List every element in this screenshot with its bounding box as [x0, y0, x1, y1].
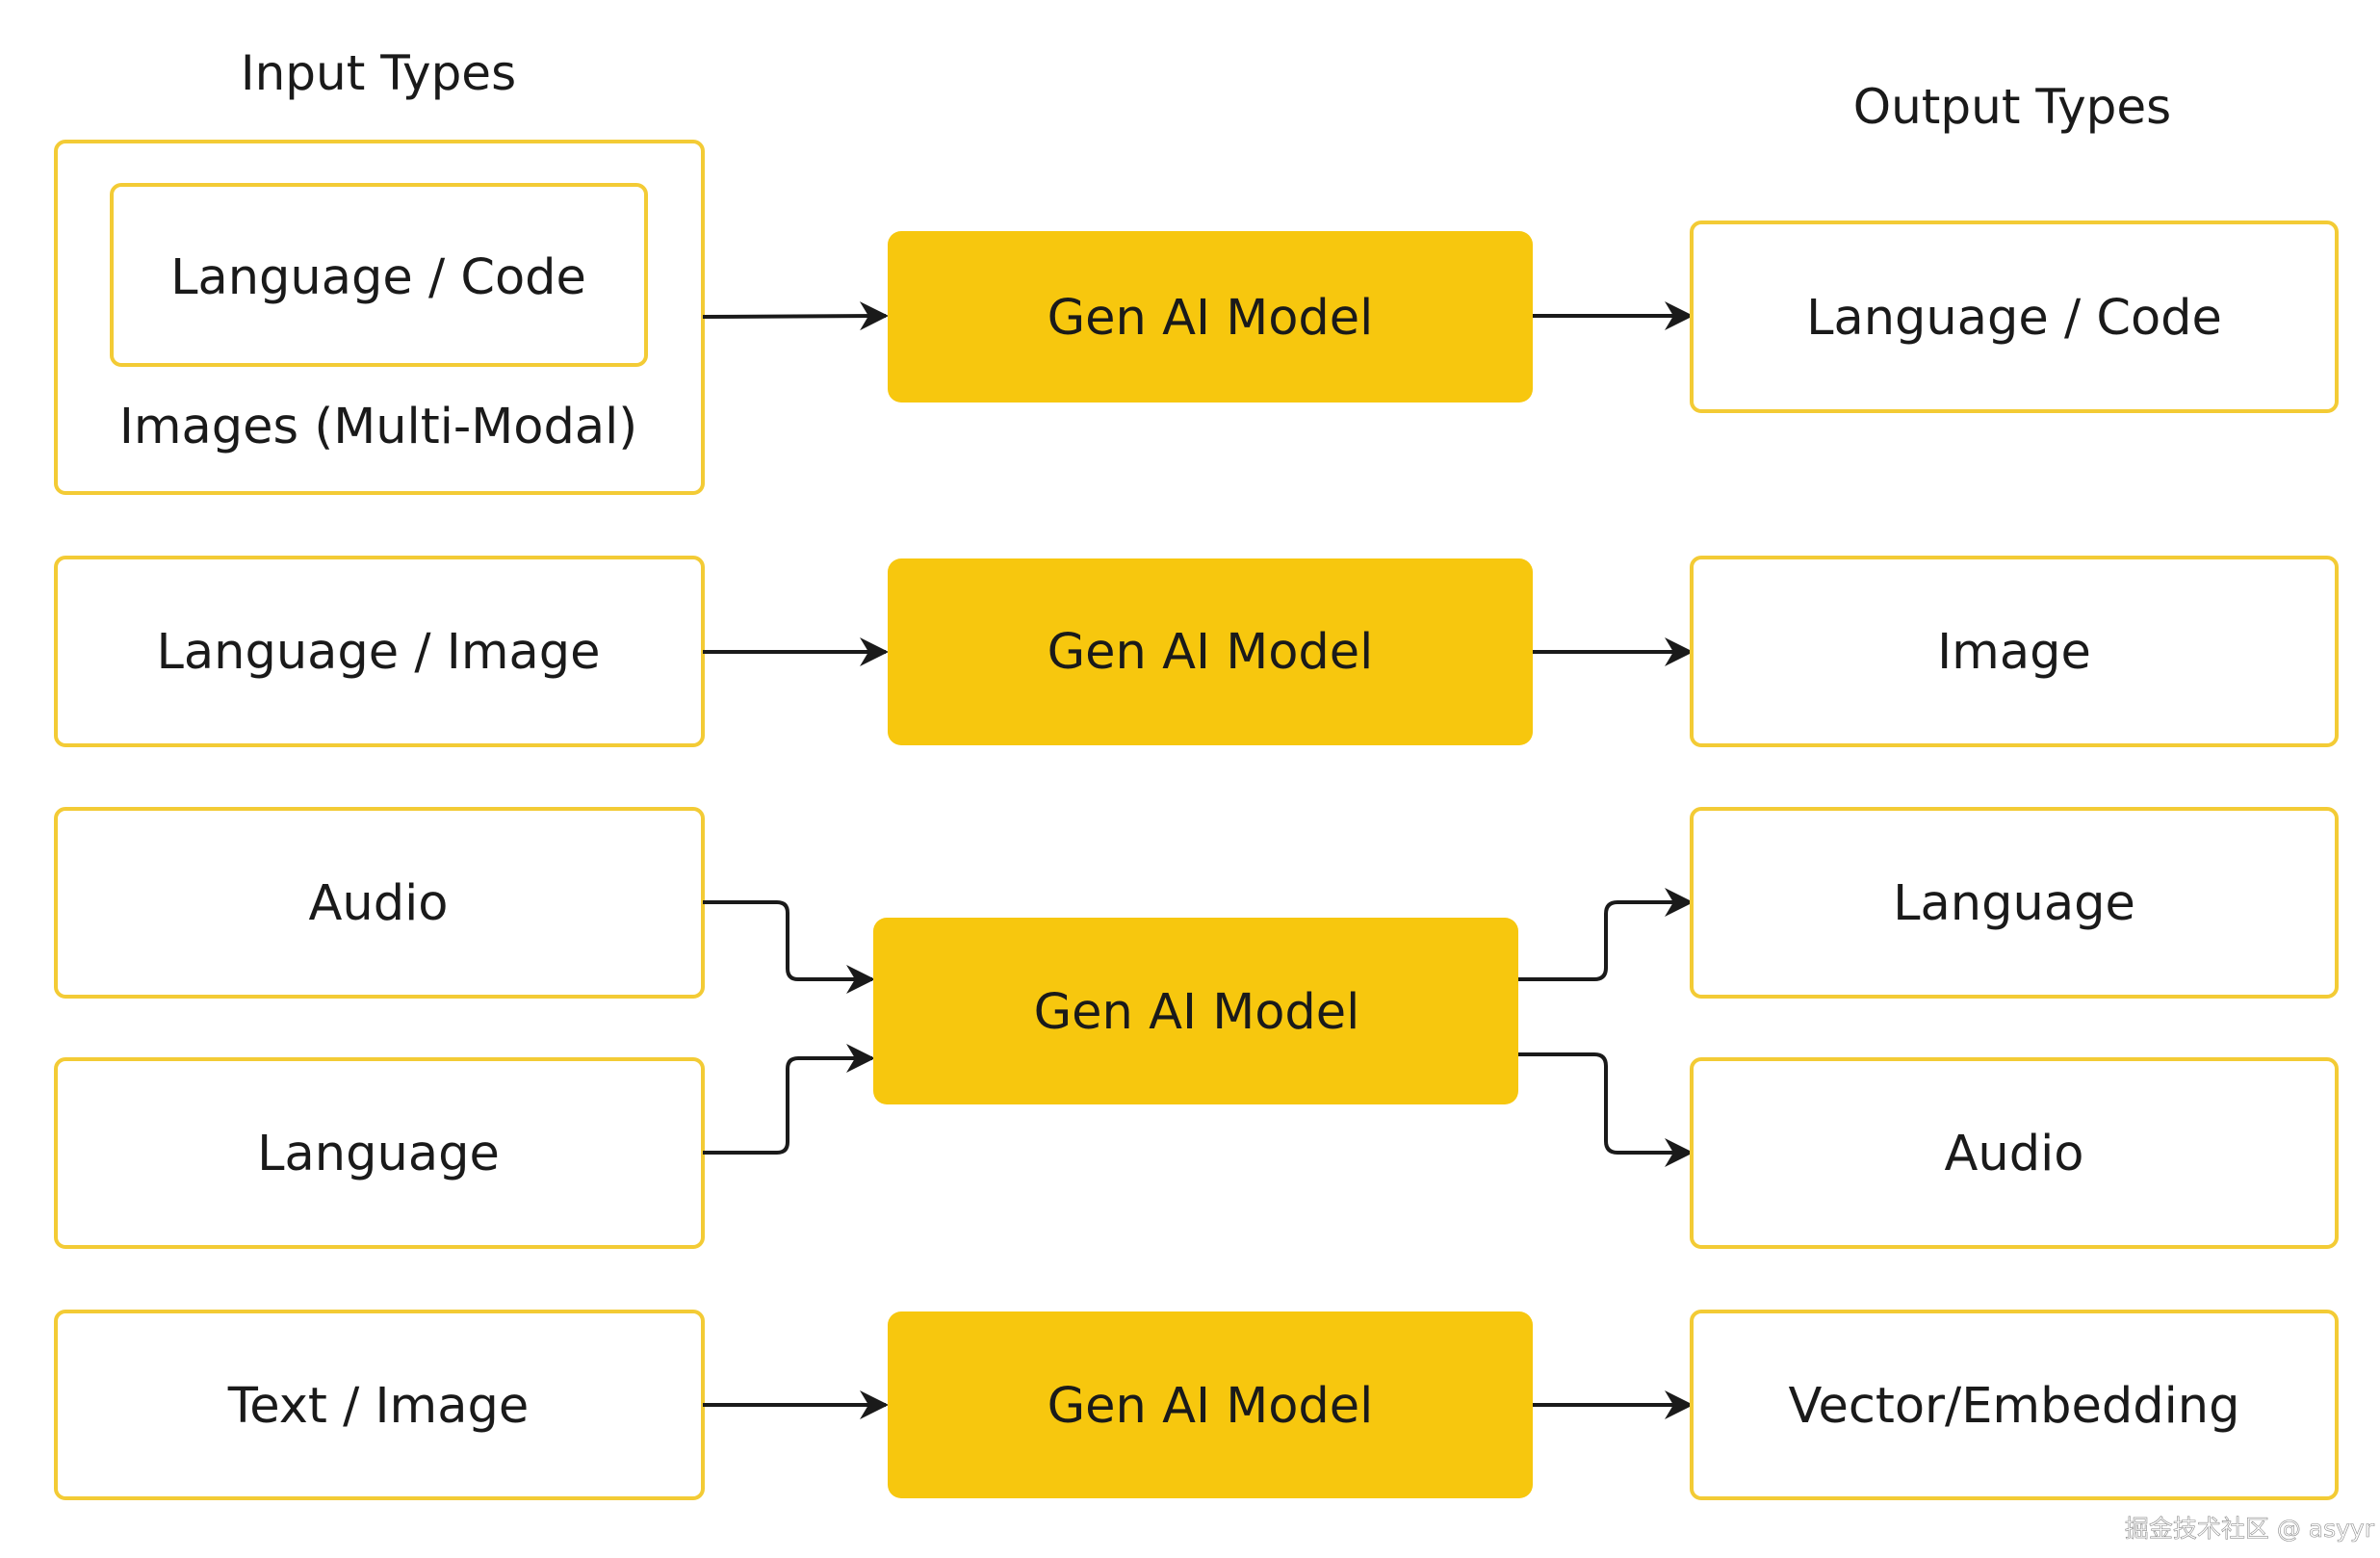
input-label-language: Language	[257, 1126, 500, 1182]
gen-ai-model-box-4	[888, 1311, 1533, 1498]
output-label-vector-embedding: Vector/Embedding	[1789, 1378, 2240, 1435]
input-label-audio: Audio	[309, 875, 449, 932]
gen-ai-model-label-1: Gen AI Model	[1048, 290, 1374, 347]
gen-ai-model-label-3: Gen AI Model	[1034, 984, 1360, 1041]
output-box-language	[1690, 807, 2339, 999]
input-box-language-code	[110, 183, 648, 367]
arrow-audio-to-model-3	[703, 900, 875, 994]
gen-ai-model-label-4: Gen AI Model	[1048, 1378, 1374, 1435]
arrow-language-to-model-3	[703, 1044, 875, 1155]
arrow-input-to-model-1	[702, 301, 889, 331]
input-group-caption: Images (Multi-Modal)	[119, 399, 637, 455]
row-3: Audio Language Gen AI Model Language Aud…	[54, 807, 2339, 1249]
output-types-title: Output Types	[1853, 79, 2171, 135]
output-box-image	[1690, 556, 2339, 747]
input-label-language-code: Language / Code	[170, 249, 586, 306]
output-box-vector-embedding	[1690, 1310, 2339, 1500]
output-box-audio	[1690, 1057, 2339, 1249]
output-box-language-code	[1690, 221, 2339, 413]
row-4: Text / Image Gen AI Model Vector/Embeddi…	[54, 1310, 2339, 1500]
input-types-title: Input Types	[241, 45, 516, 101]
output-label-audio: Audio	[1945, 1126, 2084, 1182]
arrow-model-to-language-3	[1518, 888, 1694, 981]
gen-ai-model-box-3	[873, 918, 1518, 1104]
row-1: Language / Code Images (Multi-Modal) Gen…	[54, 140, 2339, 495]
gen-ai-model-label-2: Gen AI Model	[1048, 624, 1374, 681]
output-label-language-code: Language / Code	[1806, 290, 2222, 347]
row-2: Language / Image Gen AI Model Image	[54, 556, 2339, 747]
input-label-text-image: Text / Image	[227, 1378, 529, 1435]
gen-ai-model-box-2	[888, 558, 1533, 745]
output-label-image: Image	[1937, 624, 2091, 681]
arrow-model-to-audio-3	[1518, 1052, 1694, 1167]
watermark-text: 掘金技术社区 @ asyyr	[2125, 1515, 2375, 1543]
input-label-language-image: Language / Image	[156, 624, 600, 681]
output-label-language: Language	[1893, 875, 2135, 932]
gen-ai-model-box-1	[888, 231, 1533, 402]
